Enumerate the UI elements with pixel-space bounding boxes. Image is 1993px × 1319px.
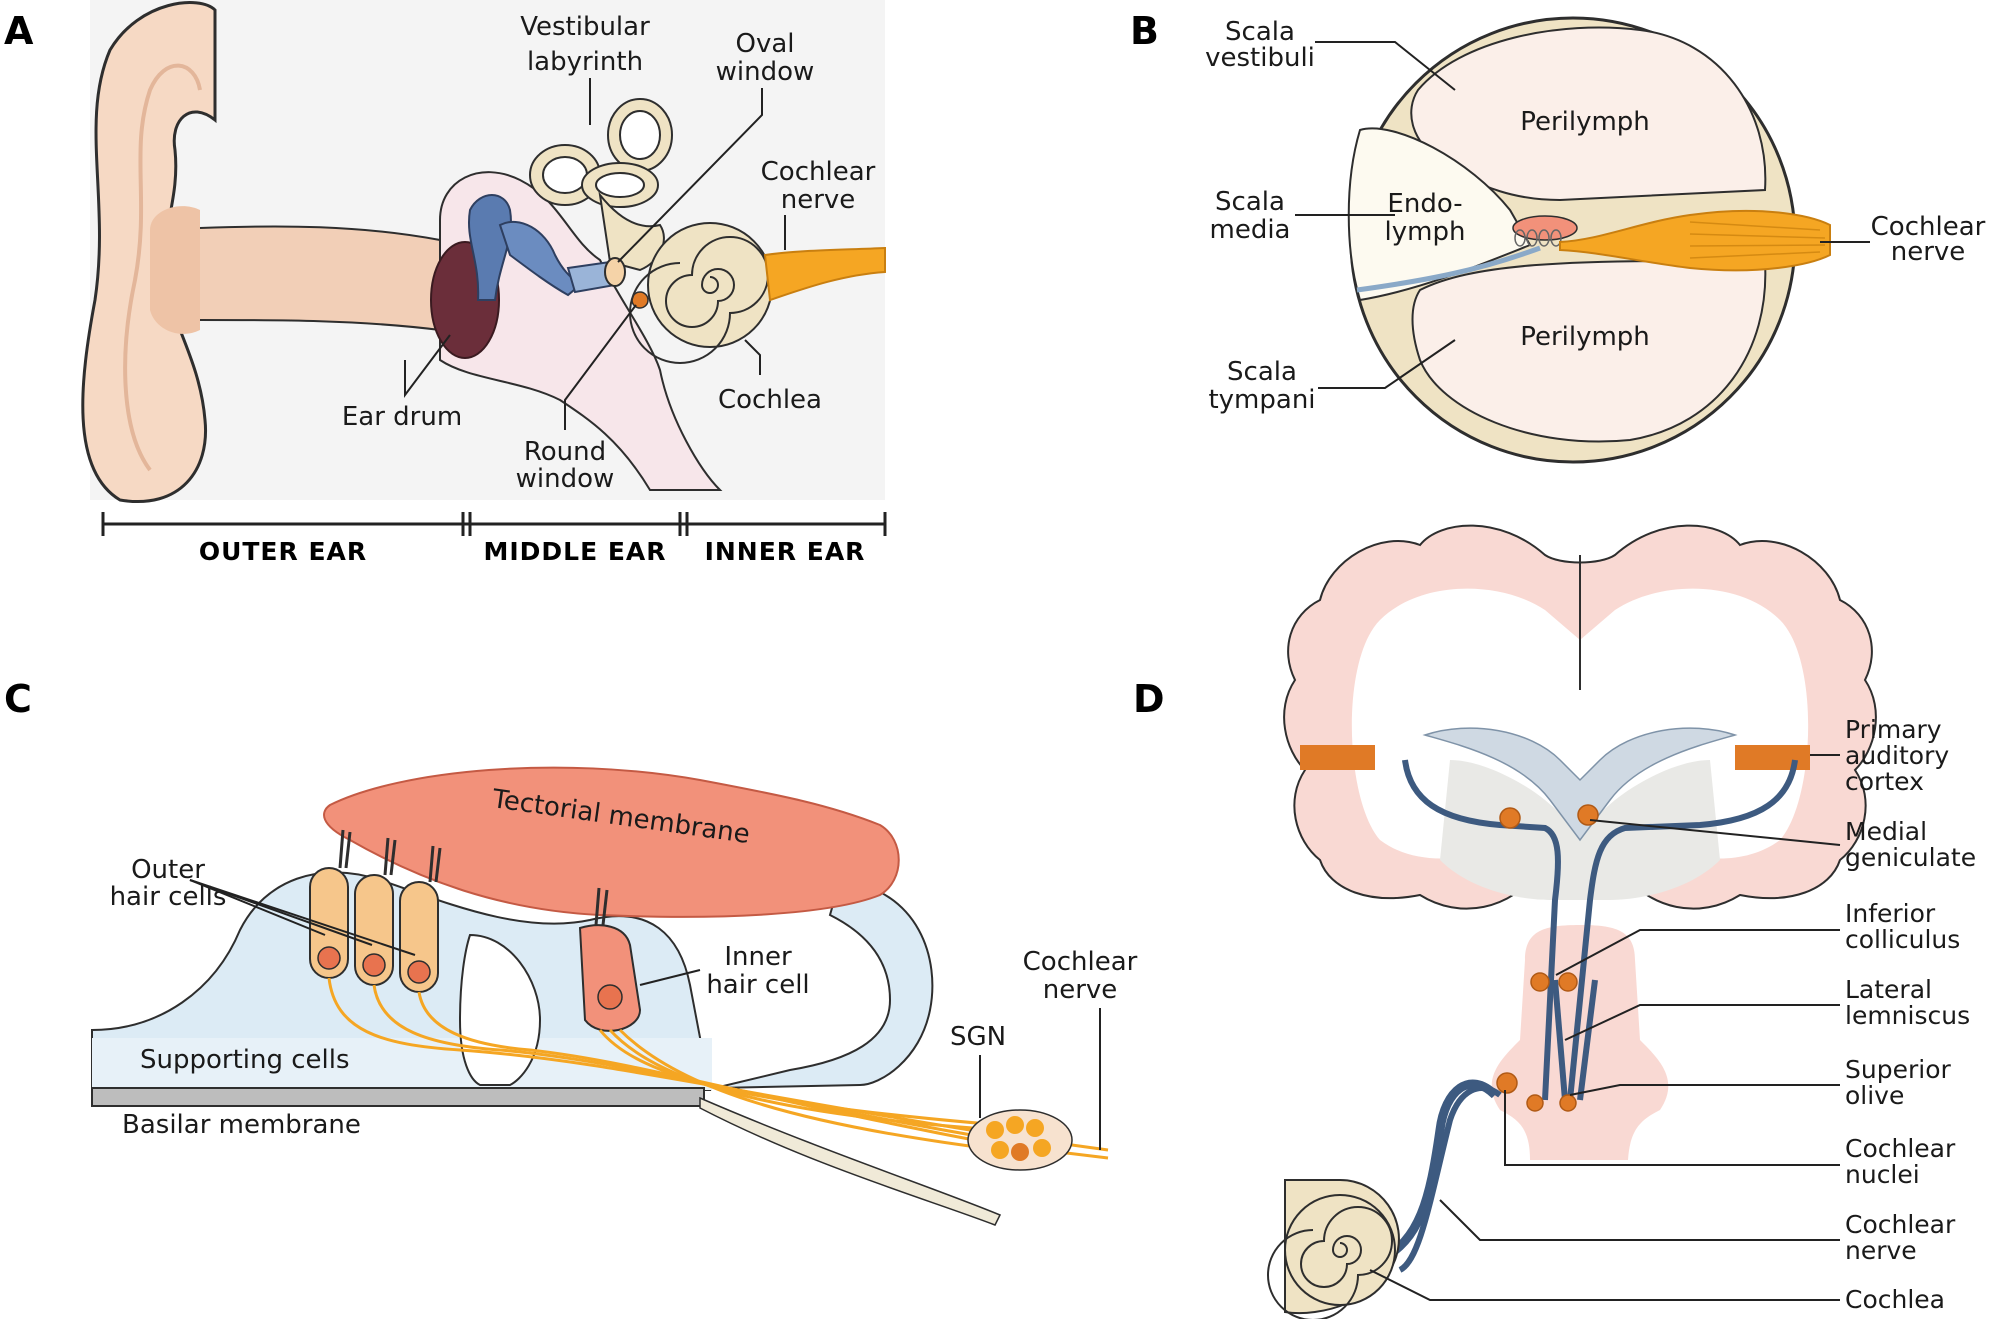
- label-scala-tympani-2: tympani: [1208, 385, 1315, 415]
- scala-tympani-chamber: [1411, 259, 1767, 443]
- label-round-window-2: window: [516, 464, 615, 494]
- label-inner-hair-cell-2: hair cell: [706, 970, 809, 1000]
- auditory-cortex-left: [1300, 745, 1375, 770]
- leader-oval-window: [617, 88, 763, 263]
- label-ear-drum: Ear drum: [342, 402, 462, 432]
- label-cochlear-nerve-b-1: Cochlear: [1871, 212, 1986, 242]
- label-cochlear-nerve-a-2: nerve: [781, 185, 856, 215]
- panel-d: D: [1133, 524, 1976, 1319]
- label-medial-geniculate-2: geniculate: [1845, 843, 1976, 872]
- lateral-ventricles: [1422, 727, 1738, 842]
- label-vestibular-labyrinth-2: labyrinth: [527, 47, 643, 77]
- label-primary-3: cortex: [1845, 767, 1924, 796]
- label-scala-media-1: Scala: [1215, 187, 1285, 217]
- auditory-cortex-right: [1735, 745, 1810, 770]
- auricle: [81, 1, 217, 503]
- label-cochlear-nerve-c-2: nerve: [1043, 975, 1118, 1005]
- panel-a-letter: A: [4, 9, 34, 53]
- cochlea-d: [1267, 1179, 1400, 1319]
- label-superior-olive-1: Superior: [1845, 1055, 1951, 1084]
- oval-window: [604, 257, 626, 287]
- label-cochlear-nerve-d-2: nerve: [1845, 1236, 1917, 1265]
- malleus: [468, 194, 512, 301]
- stereocilia: [338, 829, 609, 926]
- label-oval-window-1: Oval: [735, 29, 794, 59]
- ear-canal: [200, 226, 440, 330]
- label-inner-hair-cell-1: Inner: [724, 942, 792, 972]
- brainstem: [1491, 925, 1669, 1160]
- hair-cells-b: [1514, 229, 1562, 247]
- label-cochlea-d: Cochlea: [1845, 1285, 1945, 1314]
- label-cochlea-a: Cochlea: [718, 385, 822, 415]
- leader-ear-drum: [404, 334, 451, 398]
- panel-b: B Scala vestibuli Perilymph Scala media …: [1130, 9, 1986, 464]
- tectorial-membrane: [323, 766, 900, 918]
- label-inferior-colliculus-1: Inferior: [1845, 899, 1936, 928]
- tectorial-limbus-loop: [714, 878, 934, 1089]
- label-primary-2: auditory: [1845, 741, 1949, 770]
- panel-c: C: [4, 677, 1138, 1226]
- section-inner-ear: INNER EAR: [705, 537, 866, 566]
- label-primary-1: Primary: [1845, 715, 1942, 744]
- label-superior-olive-2: olive: [1845, 1081, 1904, 1110]
- osseous-spiral-lamina: [699, 1096, 1002, 1226]
- label-lateral-lemniscus-2: lemniscus: [1845, 1001, 1970, 1030]
- auricle-inner-fold: [123, 63, 202, 472]
- label-basilar-membrane: Basilar membrane: [122, 1110, 361, 1140]
- outer-hair-cells: [309, 867, 439, 993]
- label-inferior-colliculus-2: colliculus: [1845, 925, 1960, 954]
- leader-round-window: [564, 304, 637, 430]
- panel-d-letter: D: [1133, 677, 1165, 721]
- label-endolymph-2: lymph: [1385, 217, 1466, 247]
- label-oval-window-2: window: [716, 57, 815, 87]
- label-sgn: SGN: [950, 1022, 1006, 1052]
- label-scala-tympani-1: Scala: [1227, 357, 1297, 387]
- spiral-ganglion-neurons: [967, 1109, 1073, 1171]
- label-lateral-lemniscus-1: Lateral: [1845, 975, 1932, 1004]
- label-cochlear-nerve-b-2: nerve: [1891, 237, 1966, 267]
- panel-a: A: [4, 0, 887, 566]
- label-perilymph-bottom: Perilymph: [1520, 322, 1650, 352]
- label-round-window-1: Round: [524, 437, 606, 467]
- leader-scala-tympani: [1318, 339, 1456, 389]
- label-supporting-cells: Supporting cells: [140, 1045, 350, 1075]
- leader-scala-vestibuli: [1315, 41, 1456, 91]
- cochlea-spiral-a: [629, 222, 773, 364]
- basilar-membrane: [91, 1087, 705, 1107]
- label-scala-media-2: media: [1210, 215, 1291, 245]
- cochlear-nerve-a: [763, 246, 886, 302]
- label-cochlear-nerve-d-1: Cochlear: [1845, 1210, 1956, 1239]
- label-perilymph-top: Perilymph: [1520, 107, 1650, 137]
- auditory-pathway: [1398, 759, 1798, 1273]
- concha: [150, 206, 200, 334]
- leader-inner-hair-cell: [639, 969, 701, 986]
- label-vestibular-labyrinth-1: Vestibular: [520, 12, 650, 42]
- section-middle-ear: MIDDLE EAR: [483, 537, 666, 566]
- leader-outer-hair-cells: [189, 879, 416, 956]
- label-cochlear-nuclei-2: nuclei: [1845, 1160, 1920, 1189]
- section-outer-ear: OUTER EAR: [199, 537, 367, 566]
- leader-cochlea-a: [744, 339, 761, 375]
- label-medial-geniculate-1: Medial: [1845, 817, 1927, 846]
- label-endolymph-1: Endo-: [1387, 189, 1462, 219]
- organ-of-corti-b: [1512, 215, 1578, 241]
- label-cochlear-nerve-a-1: Cochlear: [761, 157, 876, 187]
- panel-c-letter: C: [4, 677, 32, 721]
- hair-cell-fibers: [327, 977, 1109, 1160]
- inner-hair-cell: [578, 924, 642, 1032]
- leaders-d: [1369, 754, 1841, 1301]
- ear-section-scale: [101, 512, 887, 536]
- label-cochlear-nuclei-1: Cochlear: [1845, 1134, 1956, 1163]
- panel-b-letter: B: [1130, 9, 1159, 53]
- label-scala-vestibuli-1: Scala: [1225, 17, 1295, 47]
- cochlear-nerve-d: [1377, 1079, 1499, 1265]
- vestibular-labyrinth: [529, 98, 673, 272]
- label-scala-vestibuli-2: vestibuli: [1205, 43, 1315, 73]
- label-cochlear-nerve-c-1: Cochlear: [1023, 947, 1138, 977]
